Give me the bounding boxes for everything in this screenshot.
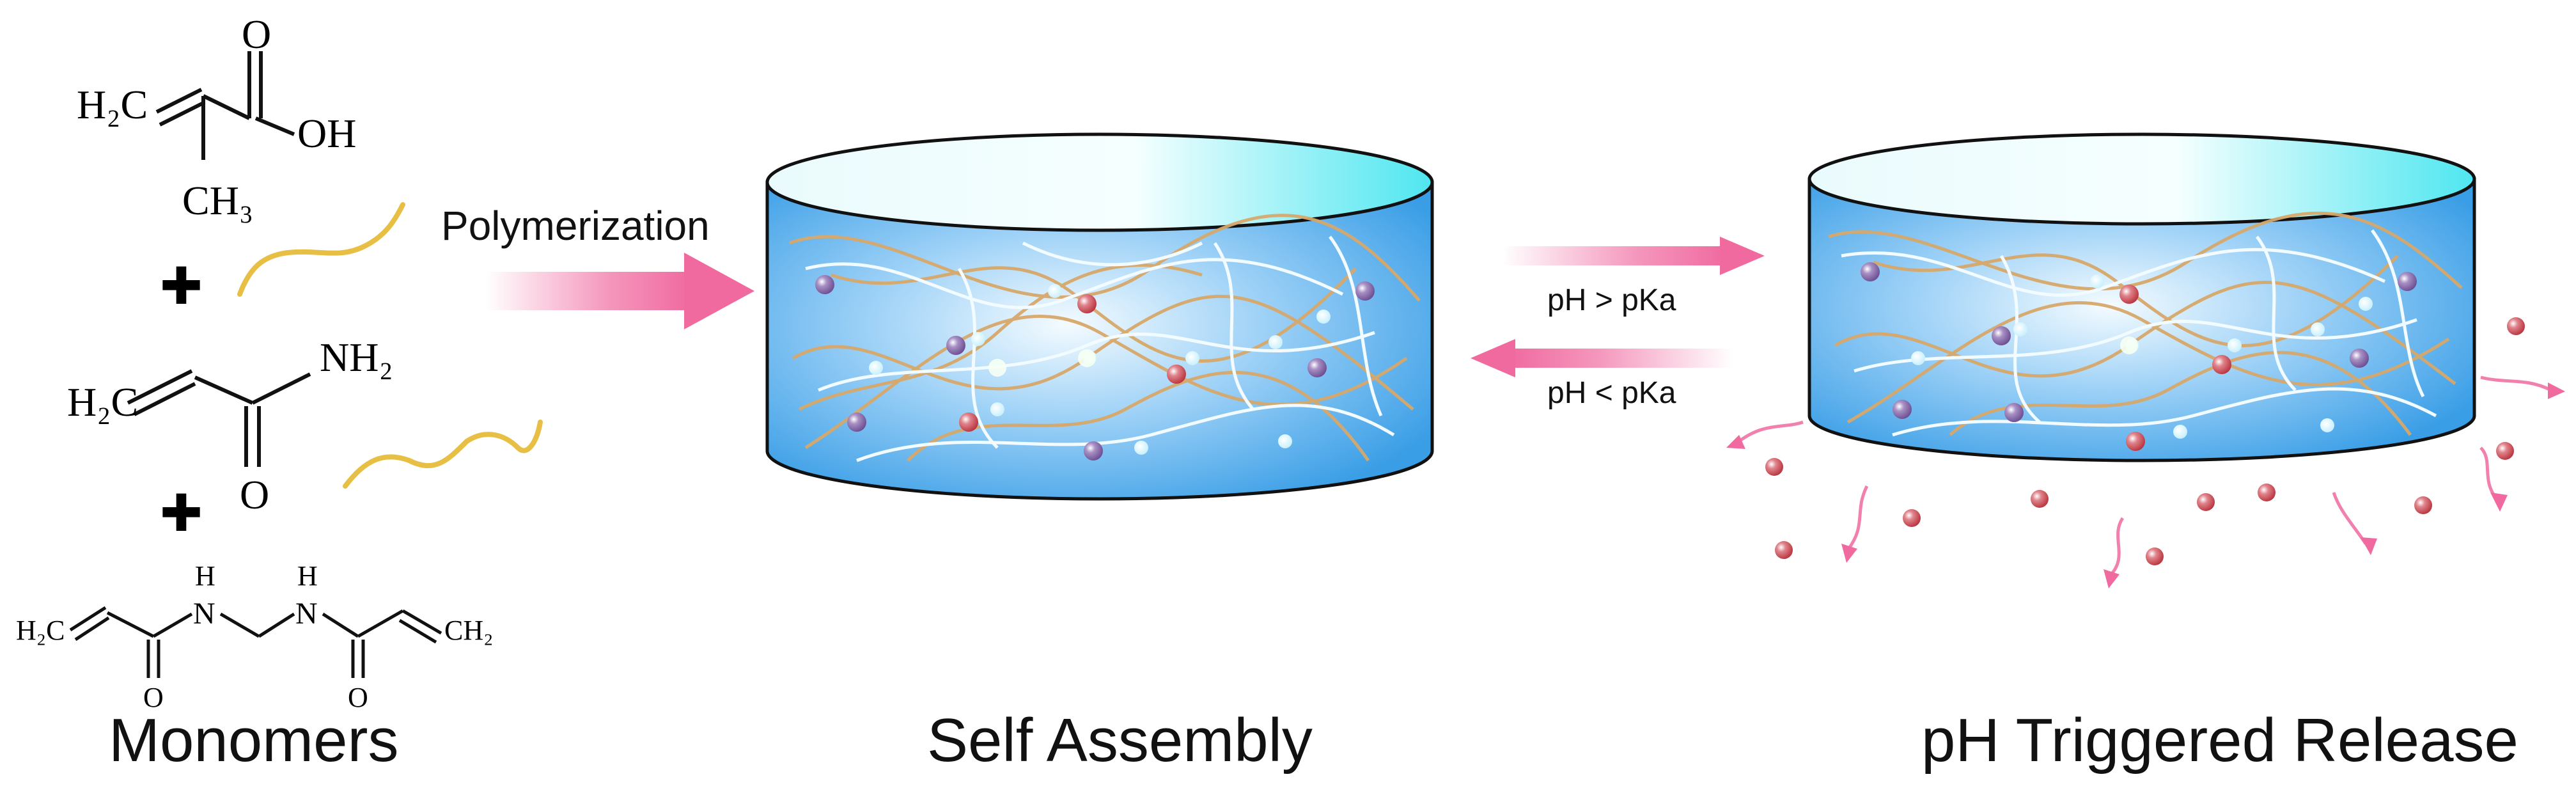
bis-o-right: O xyxy=(348,682,368,713)
crosslink-nodes xyxy=(869,284,1331,455)
released-particles xyxy=(1726,317,2565,588)
aam-h2c: H₂C xyxy=(67,379,138,425)
aam-nh2: NH₂ xyxy=(320,335,393,380)
bis-n-left: N xyxy=(193,597,215,631)
bis-ch2: CH₂ xyxy=(444,615,493,646)
mac-h2c: H₂C xyxy=(77,82,148,127)
caption-self-assembly: Self Assembly xyxy=(927,706,1313,775)
bis-h-right: H xyxy=(297,560,318,592)
methacrylic-acid-structure xyxy=(155,51,295,160)
caption-release: pH Triggered Release xyxy=(1921,706,2518,775)
acrylamide-structure xyxy=(127,369,311,467)
release-hydrogel xyxy=(1807,132,2476,462)
mac-ch3: CH₃ xyxy=(182,178,253,223)
bis-o-left: O xyxy=(143,682,164,713)
forward-arrow xyxy=(1503,237,1765,275)
bis-h-left: H xyxy=(195,560,215,592)
mac-oh: OH xyxy=(297,111,356,156)
polymerization-arrow xyxy=(486,253,754,329)
plus-icon: ✚ xyxy=(160,486,203,542)
plus-icon: ✚ xyxy=(160,259,203,315)
bis-n-right: N xyxy=(295,597,318,631)
self-assembly-hydrogel xyxy=(765,132,1434,501)
drug-particles xyxy=(1861,262,2417,451)
crosslink-nodes xyxy=(1911,274,2373,439)
bis-h2c: H₂C xyxy=(16,615,65,646)
bis-acrylamide-structure xyxy=(69,606,442,678)
aam-o: O xyxy=(240,472,269,517)
caption-monomers: Monomers xyxy=(109,706,398,775)
polymerization-label: Polymerization xyxy=(441,203,710,249)
drug-particles xyxy=(815,275,1375,460)
ph-above-label: pH > pKa xyxy=(1547,283,1676,317)
polymer-chain-icon xyxy=(237,202,405,297)
mac-o-top: O xyxy=(242,12,271,57)
polymer-chain-icon xyxy=(343,420,543,489)
ph-below-label: pH < pKa xyxy=(1547,376,1676,410)
reverse-arrow xyxy=(1471,339,1733,377)
